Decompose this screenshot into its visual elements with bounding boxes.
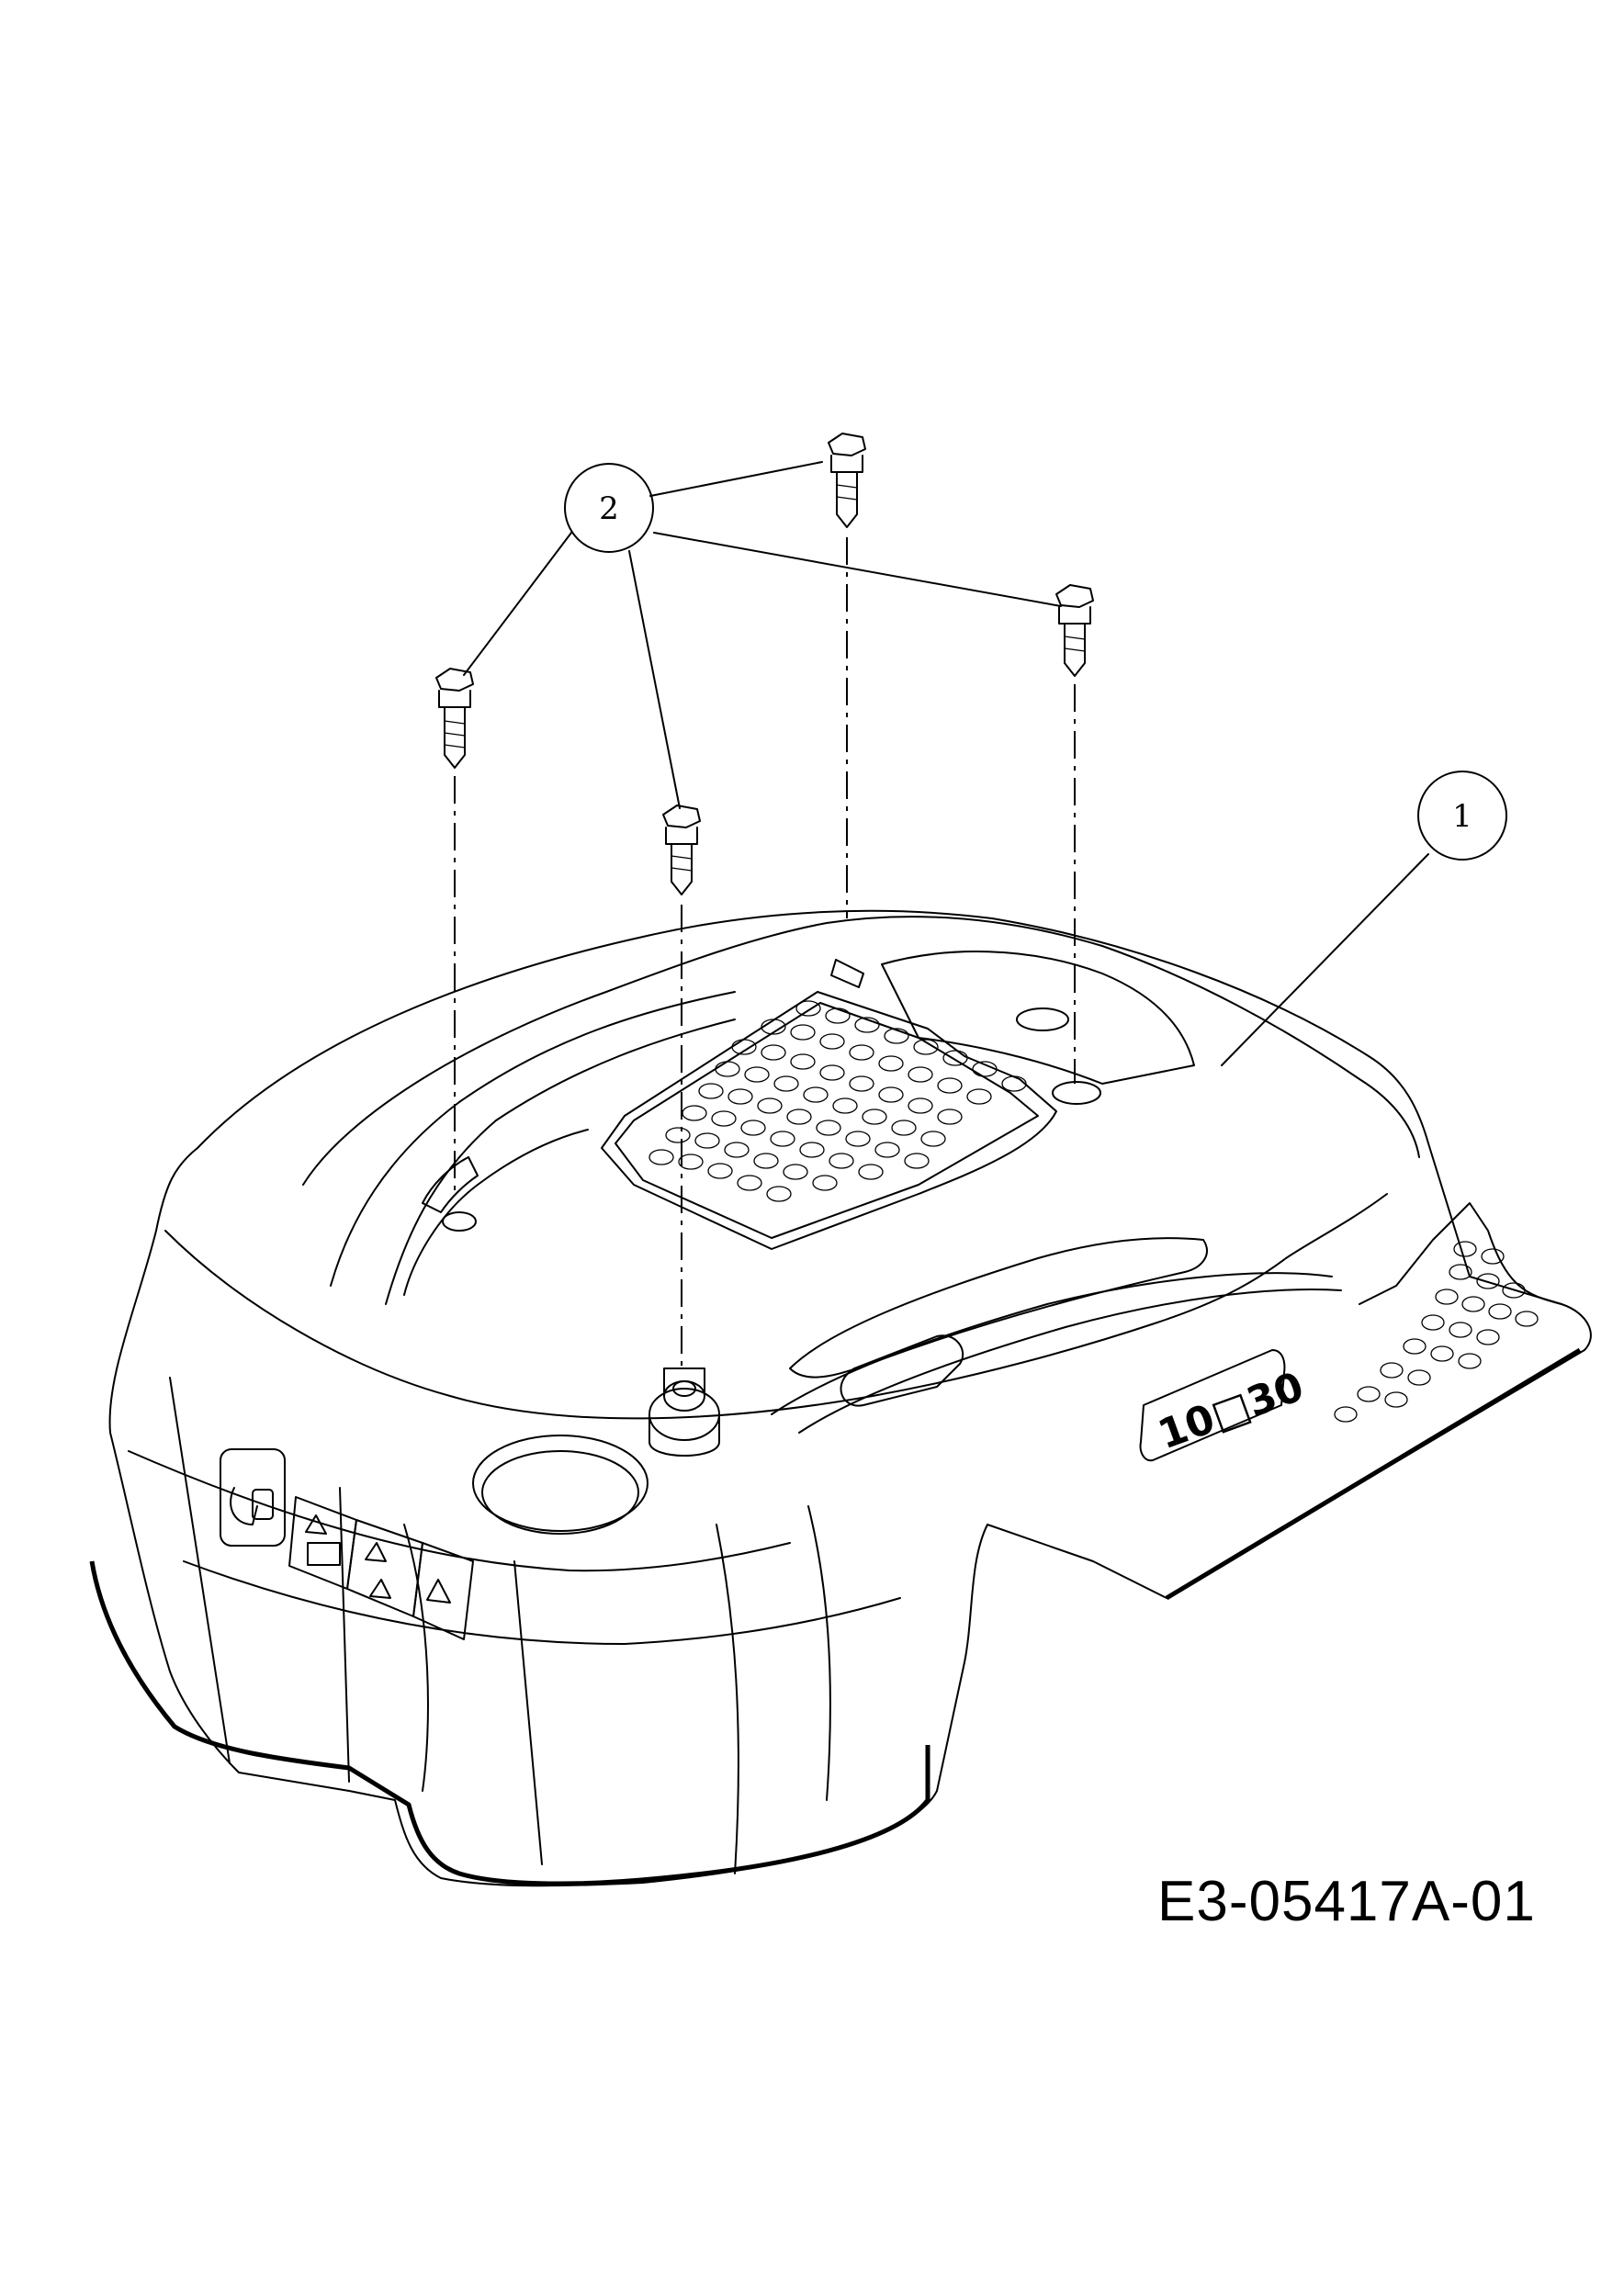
rear-grille-holes <box>1334 1241 1539 1423</box>
callout-1: 1 <box>1417 771 1507 861</box>
drawing-part-code: E3-05417A-01 <box>1157 1870 1536 1933</box>
screw-rear <box>828 433 866 528</box>
callout-2-label: 2 <box>599 490 619 527</box>
engine-hood: 10□30 <box>89 853 1592 1887</box>
screw-left <box>435 668 474 769</box>
model-badge: 10□30 <box>1139 1349 1310 1462</box>
warning-decals <box>220 1448 474 1640</box>
fuel-cap <box>648 1367 720 1457</box>
screw-right <box>1055 584 1094 677</box>
screws <box>435 433 1094 1373</box>
screw-front <box>662 805 701 895</box>
intake-grille-holes <box>648 1000 1027 1202</box>
model-badge-text: 10□30 <box>1152 1363 1310 1458</box>
callout-2: 2 <box>564 463 654 553</box>
callout-1-label: 1 <box>1452 798 1472 835</box>
